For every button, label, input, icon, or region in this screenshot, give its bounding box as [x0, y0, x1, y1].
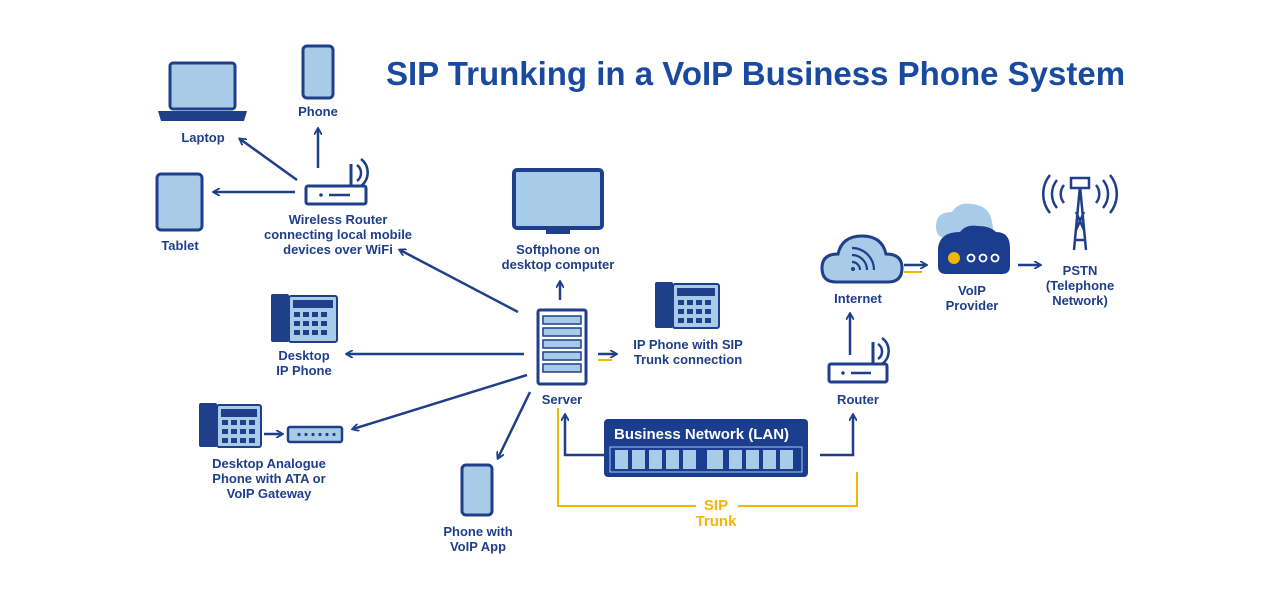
- monitor-icon: [512, 168, 604, 234]
- smartphone-icon: [301, 44, 335, 100]
- phone-voip-app-label: Phone with VoIP App: [443, 524, 513, 554]
- sip-trunk-line: [557, 271, 922, 507]
- ata-gateway-icon: [286, 425, 344, 444]
- laptop-icon: [158, 61, 247, 121]
- desktop-ip-phone-label: Desktop IP Phone: [276, 348, 332, 378]
- page-title: SIP Trunking in a VoIP Business Phone Sy…: [386, 55, 1126, 92]
- router-icon: [827, 336, 890, 384]
- router-label: Router: [837, 392, 879, 407]
- arrow-server-to-phone-app: [498, 391, 532, 458]
- server-icon: [536, 308, 588, 386]
- wireless-router-label: Wireless Router connecting local mobile …: [263, 212, 413, 257]
- network-switch-icon: [604, 419, 808, 477]
- desk-phone-icon: [271, 294, 338, 343]
- cloud-icon: [820, 234, 904, 284]
- server-label: Server: [541, 392, 583, 407]
- tablet-icon: [155, 172, 204, 232]
- arrow-server-to-gateway: [353, 373, 528, 429]
- arrow-server-to-wireless-router: [400, 250, 519, 314]
- pstn-label: PSTN (Telephone Network): [1045, 263, 1115, 308]
- connectors: [214, 129, 1040, 458]
- tablet-label: Tablet: [161, 238, 199, 253]
- ip-phone-sip-label: IP Phone with SIP Trunk connection: [633, 337, 743, 367]
- business-network-label: Business Network (LAN): [614, 426, 790, 443]
- smartphone-icon: [460, 463, 494, 517]
- arrow-router-to-laptop: [240, 139, 298, 182]
- phone-label: Phone: [298, 104, 338, 119]
- laptop-label: Laptop: [181, 130, 225, 145]
- desk-phone-icon: [199, 403, 262, 448]
- cell-tower-icon: [1041, 174, 1119, 251]
- wifi-router-icon: [304, 158, 369, 206]
- arrow-lan-to-router: [820, 415, 853, 457]
- analogue-phone-label: Desktop Analogue Phone with ATA or VoIP …: [212, 456, 326, 501]
- desk-phone-icon: [655, 282, 720, 329]
- softphone-label: Softphone on desktop computer: [501, 242, 615, 272]
- arrow-lan-to-server: [565, 415, 604, 457]
- internet-label: Internet: [834, 291, 882, 306]
- voip-provider-label: VoIP Provider: [945, 283, 999, 313]
- sip-trunk-label: SIP Trunk: [695, 497, 737, 530]
- cloud-server-icon: [936, 203, 1010, 274]
